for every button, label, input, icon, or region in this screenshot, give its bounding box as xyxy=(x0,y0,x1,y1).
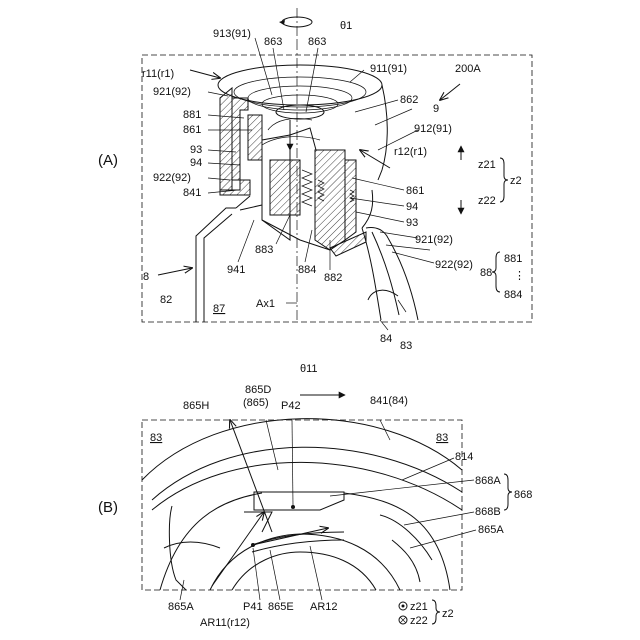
label-83-left: 83 xyxy=(150,432,162,444)
arrow-ar12 xyxy=(252,528,328,545)
label-84: 84 xyxy=(380,333,392,345)
flow-arrow-r11 xyxy=(190,70,220,78)
label-83-right: 83 xyxy=(436,432,448,444)
label-884: 884 xyxy=(298,264,316,276)
label-87: 87 xyxy=(213,303,225,315)
label-921-left: 921(92) xyxy=(153,86,191,98)
panel-label-b: (B) xyxy=(98,499,118,516)
label-868: 868 xyxy=(514,489,532,501)
arrow-8 xyxy=(158,268,192,275)
label-r11: r11(r1) xyxy=(142,68,174,80)
arrow-200a xyxy=(440,84,460,100)
label-913: 913(91) xyxy=(213,28,251,40)
label-861-right: 861 xyxy=(406,185,424,197)
label-841-84: 841(84) xyxy=(370,395,408,407)
label-862: 862 xyxy=(400,94,418,106)
legend-z22-a: z22 xyxy=(478,195,496,207)
legend-z21-a: z21 xyxy=(478,159,496,171)
label-94-right: 94 xyxy=(406,201,418,213)
label-863-right: 863 xyxy=(308,36,326,48)
label-882: 882 xyxy=(324,272,342,284)
label-922-right: 922(92) xyxy=(435,259,473,271)
label-921-right: 921(92) xyxy=(415,234,453,246)
label-94-left: 94 xyxy=(190,157,202,169)
figure-a: (A) θ1 913(91) 863 863 911(91) 200A 9 86… xyxy=(98,8,532,352)
legend-88: 88 xyxy=(480,267,492,279)
label-868a: 868A xyxy=(475,475,501,487)
label-861-left: 861 xyxy=(183,124,201,136)
label-911: 911(91) xyxy=(370,63,407,75)
legend-881: 881 xyxy=(504,253,522,265)
legend-z2-a: z2 xyxy=(510,175,522,187)
label-93-right: 93 xyxy=(406,217,418,229)
label-p41: P41 xyxy=(243,601,263,613)
label-865d: 865D xyxy=(245,384,271,396)
label-865a-right: 865A xyxy=(478,524,504,536)
brace-868 xyxy=(504,474,512,510)
legend-z2-b: z2 xyxy=(442,608,454,620)
label-200a: 200A xyxy=(455,63,481,75)
point-p42 xyxy=(291,505,295,509)
label-912: 912(91) xyxy=(414,123,452,135)
label-868b: 868B xyxy=(475,506,501,518)
label-863-left: 863 xyxy=(264,36,282,48)
arrow-865h xyxy=(230,420,272,532)
label-865h: 865H xyxy=(183,400,209,412)
label-841: 841 xyxy=(183,187,201,199)
legend-z21-b: z21 xyxy=(410,601,428,613)
label-83: 83 xyxy=(400,340,412,352)
label-r12: r12(r1) xyxy=(394,146,427,158)
panel-label-a: (A) xyxy=(98,152,118,169)
label-9: 9 xyxy=(433,103,439,115)
label-922-left: 922(92) xyxy=(153,172,191,184)
label-941: 941 xyxy=(227,264,245,276)
legend-z22-b: z22 xyxy=(410,615,428,627)
rotation-label-b: θ11 xyxy=(300,363,318,375)
label-8: 8 xyxy=(143,271,149,283)
label-p42: P42 xyxy=(281,400,301,412)
label-93-left: 93 xyxy=(190,144,202,156)
brace-z2-b xyxy=(432,600,440,624)
label-ar11: AR11(r12) xyxy=(200,617,250,629)
point-p41 xyxy=(251,543,255,547)
label-865d-paren: (865) xyxy=(243,397,269,409)
label-814: 814 xyxy=(455,451,473,463)
brace-88 xyxy=(492,252,500,292)
label-881: 881 xyxy=(183,109,201,121)
arrow-ar11 xyxy=(212,512,264,586)
label-ar12: AR12 xyxy=(310,601,338,613)
label-865e: 865E xyxy=(268,601,294,613)
label-865a-left: 865A xyxy=(168,601,194,613)
rotation-label-a: θ1 xyxy=(340,20,352,32)
label-ax1: Ax1 xyxy=(256,298,275,310)
label-82: 82 xyxy=(160,294,172,306)
figure-b: (B) θ11 865D (865) 865H P42 841(84) 83 8… xyxy=(98,363,532,629)
label-883: 883 xyxy=(255,244,273,256)
legend-dots: ⋮ xyxy=(514,270,525,282)
legend-884: 884 xyxy=(504,289,522,301)
leader-lines-b xyxy=(180,420,476,600)
